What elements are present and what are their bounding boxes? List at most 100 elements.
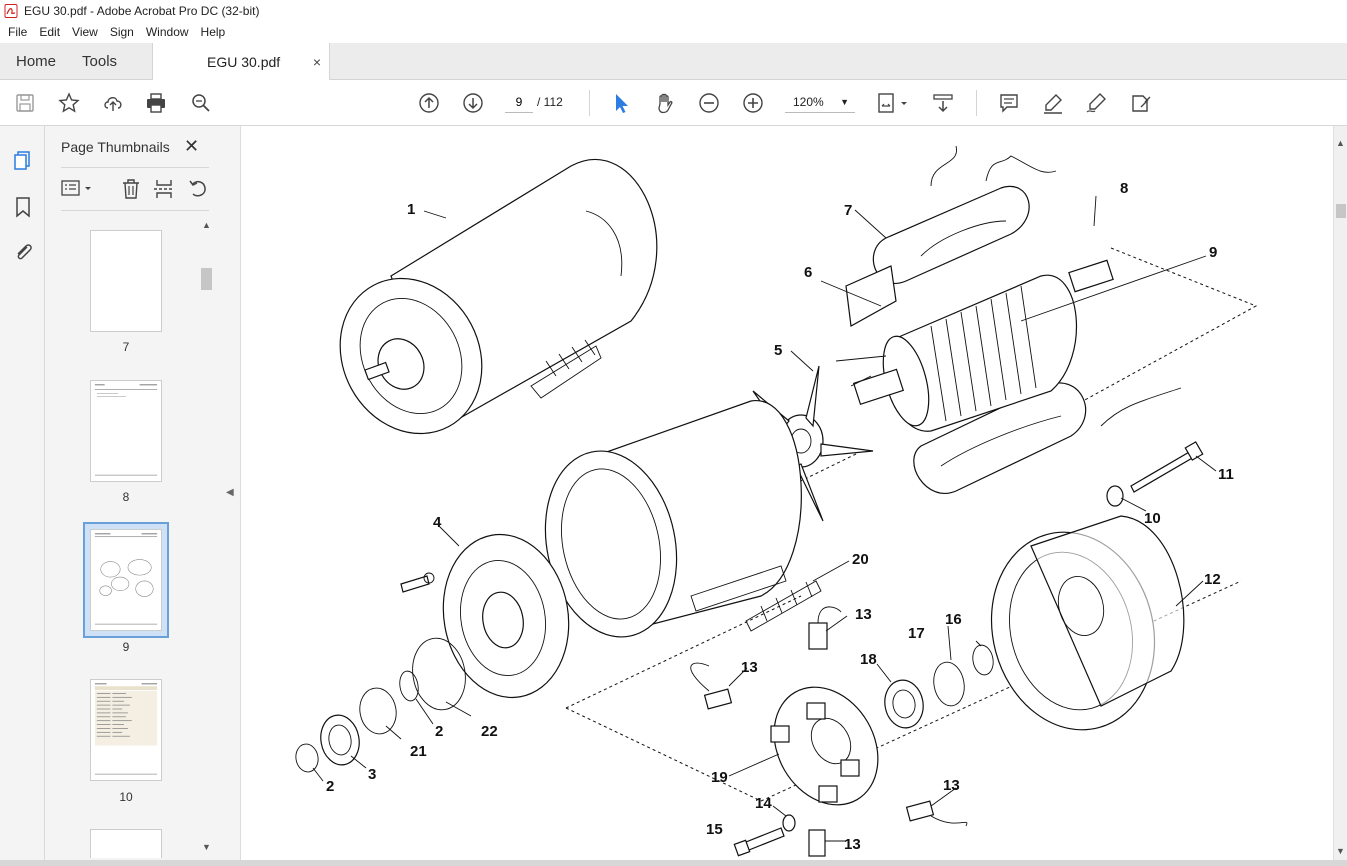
leader-line [1175, 580, 1204, 607]
collapse-left-icon[interactable]: ◀ [226, 487, 234, 498]
leader-line [423, 210, 447, 219]
zoom-in-icon[interactable] [741, 91, 765, 115]
scroll-up-icon[interactable]: ▲ [1336, 138, 1345, 148]
scroll-mode-icon[interactable] [931, 91, 955, 115]
leader-line [1020, 255, 1207, 322]
part-washer-ring [359, 687, 397, 735]
leader-line [772, 805, 787, 817]
edit-document-icon[interactable] [1128, 91, 1152, 115]
print-icon[interactable] [144, 91, 168, 115]
menu-help[interactable]: Help [200, 25, 226, 39]
previous-page-icon[interactable] [417, 91, 441, 115]
leader-line [312, 767, 324, 782]
callout-18: 18 [860, 651, 877, 668]
thumbnail-table-preview [94, 683, 158, 775]
leader-line [820, 280, 882, 307]
callout-6: 6 [804, 264, 812, 281]
page-number-input[interactable] [505, 91, 533, 113]
zoom-search-icon[interactable] [189, 91, 213, 115]
split-page-icon[interactable] [153, 178, 175, 203]
thumbnail-page-8[interactable] [90, 380, 162, 482]
close-panel-icon[interactable]: ✕ [184, 136, 200, 156]
part-field-coil-top [872, 145, 1057, 284]
select-cursor-icon[interactable] [609, 91, 633, 115]
zoom-out-icon[interactable] [697, 91, 721, 115]
scroll-down-icon[interactable]: ▼ [1336, 846, 1345, 856]
part-carbon-brush [808, 829, 826, 857]
attachment-icon[interactable] [11, 240, 35, 264]
next-page-icon[interactable] [461, 91, 485, 115]
menu-file[interactable]: File [8, 25, 28, 39]
panel-collapse-strip[interactable]: ◀ [217, 126, 241, 866]
thumbnail-page-10[interactable] [90, 679, 162, 781]
thumbnail-scrollbar[interactable]: ▲ ▼ [198, 218, 215, 858]
scrollbar-thumb[interactable] [1336, 204, 1346, 218]
main-toolbar [0, 80, 1347, 126]
scrollbar-thumb[interactable] [201, 268, 212, 290]
leader-line [728, 667, 748, 687]
part-rear-bearing [884, 679, 924, 729]
close-tab-icon[interactable]: × [312, 53, 321, 70]
menu-view[interactable]: View [72, 25, 98, 39]
brush-lead [817, 606, 842, 624]
cloud-upload-icon[interactable] [101, 91, 125, 115]
thumbnail-label: 9 [122, 640, 130, 654]
leader-line [825, 615, 848, 632]
leader-line [812, 560, 850, 582]
scroll-down-icon[interactable]: ▼ [202, 842, 211, 852]
toolbar-separator [589, 90, 590, 116]
exploded-parts-diagram: 1 2 2 3 4 5 6 7 8 9 10 11 12 13 13 13 13… [295, 145, 1258, 857]
zoom-level-value: 120% [793, 94, 824, 109]
assembly-axis-line [1000, 247, 1258, 447]
thumbnail-page-7[interactable] [90, 230, 162, 332]
delete-page-icon[interactable] [120, 178, 142, 203]
document-scrollbar[interactable]: ▲ ▼ [1333, 126, 1347, 860]
part-washer [1106, 485, 1124, 507]
callout-13: 13 [943, 777, 960, 794]
callout-21: 21 [410, 743, 427, 760]
toolbar-separator [976, 90, 977, 116]
tab-document[interactable]: EGU 30.pdf × [152, 43, 330, 80]
part-small-washer [782, 814, 796, 832]
rotate-page-icon[interactable] [187, 178, 209, 203]
part-circlip [295, 743, 319, 773]
leader-line [438, 525, 460, 547]
hand-tool-icon[interactable] [653, 91, 677, 115]
tab-tools[interactable]: Tools [82, 52, 118, 70]
callout-11: 11 [1218, 466, 1234, 483]
assembly-axis-line [565, 595, 802, 709]
part-long-bolt [1130, 441, 1204, 493]
page-thumbnails-icon[interactable] [11, 148, 35, 172]
callout-10: 10 [1144, 510, 1161, 527]
leader-line [975, 640, 982, 647]
sign-pen-icon[interactable] [1084, 91, 1108, 115]
zoom-level-dropdown[interactable]: 120% ▼ [785, 91, 855, 113]
bottom-status-strip [0, 860, 1347, 866]
window-title-bar: EGU 30.pdf - Adobe Acrobat Pro DC (32-bi… [0, 0, 1347, 22]
part-field-coil-bottom [913, 382, 1182, 494]
part-side-coil [845, 265, 897, 327]
thumbnail-page-11[interactable] [90, 829, 162, 858]
part-stator-housing [544, 400, 802, 638]
save-icon[interactable] [13, 91, 37, 115]
document-view[interactable]: 1 2 2 3 4 5 6 7 8 9 10 11 12 13 13 13 13… [241, 126, 1333, 860]
bookmark-icon[interactable] [11, 195, 35, 219]
menu-sign[interactable]: Sign [109, 25, 134, 39]
page-thumbnails-panel: Page Thumbnails ✕ 7 8 [45, 126, 217, 866]
menu-edit[interactable]: Edit [39, 25, 61, 39]
thumbnail-page-9[interactable] [90, 529, 162, 631]
part-circlip [399, 670, 419, 702]
tab-home[interactable]: Home [16, 52, 57, 70]
panel-title: Page Thumbnails [61, 139, 170, 155]
callout-2: 2 [435, 723, 443, 740]
page-fit-icon[interactable] [876, 91, 910, 115]
highlight-pen-icon[interactable] [1041, 91, 1065, 115]
menu-window[interactable]: Window [145, 25, 189, 39]
star-icon[interactable] [57, 91, 81, 115]
thumbnail-label: 10 [119, 790, 133, 804]
callout-1: 1 [407, 201, 415, 218]
part-circlip [972, 644, 994, 676]
comment-icon[interactable] [997, 91, 1021, 115]
thumbnail-options-icon[interactable] [61, 178, 95, 203]
scroll-up-icon[interactable]: ▲ [202, 220, 211, 230]
